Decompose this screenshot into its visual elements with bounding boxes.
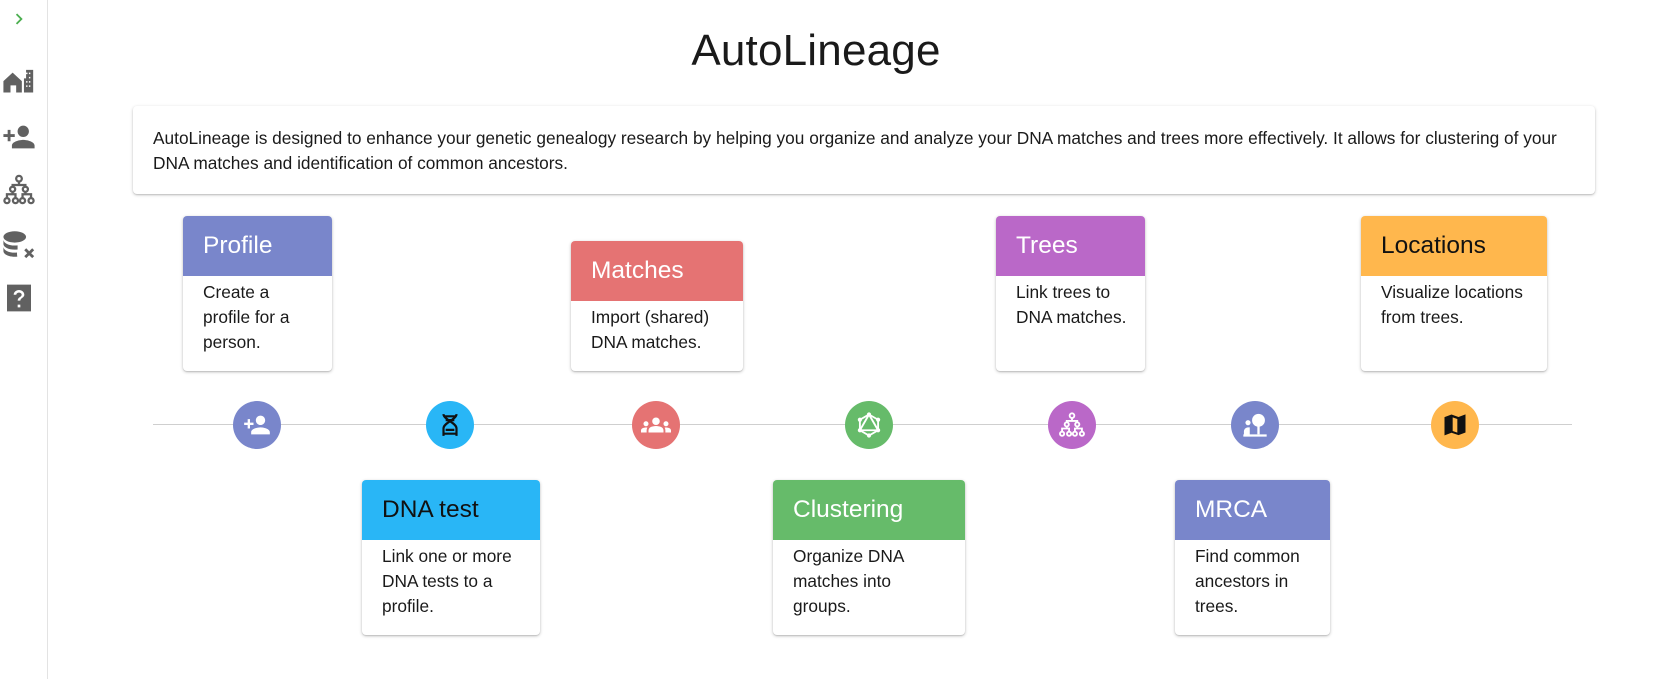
group-icon (641, 417, 671, 433)
step-description: Link one or more DNA tests to a profile. (382, 546, 512, 616)
step-card-mrca[interactable]: MRCA Find common ancestors in trees. (1175, 480, 1330, 635)
timeline-dot-matches (632, 401, 680, 449)
person-add-icon (244, 415, 270, 435)
step-header: Matches (571, 241, 743, 301)
sidebar-item-database-remove[interactable] (0, 225, 38, 263)
home-building-icon (3, 69, 34, 93)
timeline-dot-trees (1048, 401, 1096, 449)
step-header: Trees (996, 216, 1145, 276)
step-card-clustering[interactable]: Clustering Organize DNA matches into gro… (773, 480, 965, 635)
timeline-dot-mrca (1231, 401, 1279, 449)
step-description: Find common ancestors in trees. (1195, 546, 1300, 616)
step-card-dna-test[interactable]: DNA test Link one or more DNA tests to a… (362, 480, 540, 635)
intro-card: AutoLineage is designed to enhance your … (133, 106, 1595, 194)
step-description: Create a profile for a person. (203, 282, 290, 352)
sidebar (0, 0, 48, 679)
timeline-dot-clustering (845, 401, 893, 449)
step-card-profile[interactable]: Profile Create a profile for a person. (183, 216, 332, 371)
step-description: Visualize locations from trees. (1381, 282, 1523, 327)
person-tree-icon (1243, 413, 1267, 437)
sidebar-item-trees[interactable] (0, 171, 38, 209)
step-header: Locations (1361, 216, 1547, 276)
family-tree-icon (1059, 412, 1085, 437)
sidebar-item-add-person[interactable] (0, 118, 38, 156)
timeline-dot-dna-test (426, 401, 474, 449)
main-content: AutoLineage AutoLineage is designed to e… (48, 0, 1667, 679)
dna-icon (442, 413, 458, 436)
step-header: DNA test (362, 480, 540, 540)
step-card-matches[interactable]: Matches Import (shared) DNA matches. (571, 241, 743, 371)
tree-structure-icon (3, 174, 35, 205)
step-header: Profile (183, 216, 332, 276)
sidebar-item-help[interactable] (0, 279, 38, 317)
intro-text: AutoLineage is designed to enhance your … (153, 128, 1557, 173)
timeline-dot-locations (1431, 401, 1479, 449)
step-header: MRCA (1175, 480, 1330, 540)
step-description: Import (shared) DNA matches. (591, 307, 710, 352)
step-description: Link trees to DNA matches. (1016, 282, 1127, 327)
step-card-trees[interactable]: Trees Link trees to DNA matches. (996, 216, 1145, 371)
graph-network-icon (857, 412, 881, 438)
map-icon (1444, 414, 1466, 436)
chevron-right-icon (15, 13, 23, 25)
sidebar-item-home[interactable] (0, 65, 38, 103)
step-card-locations[interactable]: Locations Visualize locations from trees… (1361, 216, 1547, 371)
sidebar-expand-button[interactable] (0, 0, 38, 38)
step-header: Clustering (773, 480, 965, 540)
step-description: Organize DNA matches into groups. (793, 546, 904, 616)
database-remove-icon (3, 231, 35, 259)
page-title: AutoLineage (691, 26, 941, 75)
person-add-icon (3, 125, 35, 149)
timeline-dot-profile (233, 401, 281, 449)
help-box-icon (7, 284, 31, 312)
